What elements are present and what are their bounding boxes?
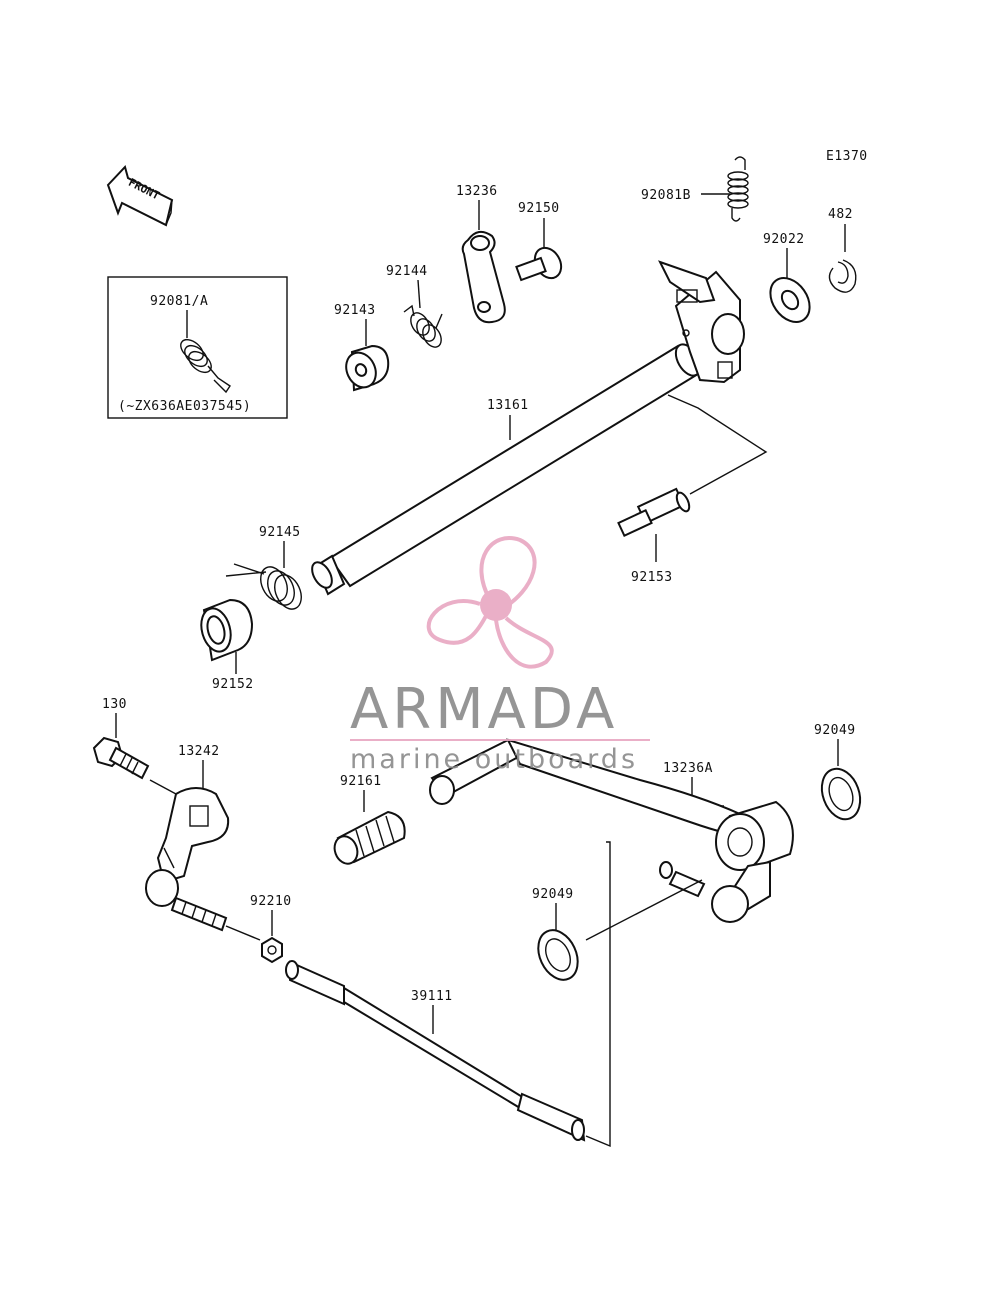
label-92022: 92022	[763, 232, 805, 247]
part-92210: 92210	[170, 894, 292, 964]
part-92145: 92145	[225, 525, 302, 610]
watermark-tagline: marine outboards	[350, 744, 638, 775]
label-92143: 92143	[334, 303, 376, 318]
label-13236: 13236	[456, 184, 498, 199]
label-39111: 39111	[411, 989, 453, 1004]
inset-box: 92081/A (~ZX636AE037545)	[107, 276, 288, 419]
part-92161: 92161	[333, 774, 406, 865]
part-482: 482	[828, 207, 857, 293]
label-13242: 13242	[178, 744, 220, 759]
inset-note: (~ZX636AE037545)	[118, 399, 251, 414]
label-92144: 92144	[386, 264, 428, 279]
label-92049-b: 92049	[532, 887, 574, 902]
label-13161: 13161	[487, 398, 529, 413]
label-13236A: 13236A	[663, 761, 713, 776]
part-13242: 13242	[145, 744, 230, 907]
part-92049-b: 92049	[532, 879, 703, 981]
label-92049-a: 92049	[814, 723, 856, 738]
diagram-code: E1370	[826, 149, 868, 164]
front-arrow-icon: FRONT	[106, 165, 174, 227]
label-92150: 92150	[518, 201, 560, 216]
part-92022: 92022	[763, 232, 811, 323]
label-482: 482	[828, 207, 853, 222]
propeller-logo-icon	[426, 536, 554, 669]
part-92049-a: 92049	[814, 723, 862, 821]
label-92081B: 92081B	[641, 188, 691, 203]
part-130: 130	[92, 697, 150, 780]
label-92210: 92210	[250, 894, 292, 909]
part-13161: 13161	[311, 260, 745, 596]
inset-part-label: 92081/A	[150, 294, 208, 309]
label-92145: 92145	[259, 525, 301, 540]
watermark-brand: ARMADA	[350, 677, 618, 742]
label-92161: 92161	[340, 774, 382, 789]
part-92143: 92143	[334, 303, 390, 392]
part-92081B: 92081B	[641, 156, 749, 222]
part-92150: 92150	[515, 201, 563, 282]
armada-watermark: ARMADA marine outboards	[350, 536, 650, 775]
label-130: 130	[102, 697, 127, 712]
inset-spring-icon	[180, 338, 231, 394]
part-39111: 39111	[285, 960, 586, 1142]
part-92153: 92153	[617, 394, 768, 585]
alignment-line	[585, 841, 611, 1148]
part-92152: 92152	[200, 598, 254, 692]
part-13236: 13236	[456, 184, 506, 324]
part-13236A: 13236A	[429, 738, 794, 923]
part-92144: 92144	[386, 264, 443, 348]
label-92153: 92153	[631, 570, 673, 585]
label-92152: 92152	[212, 677, 254, 692]
